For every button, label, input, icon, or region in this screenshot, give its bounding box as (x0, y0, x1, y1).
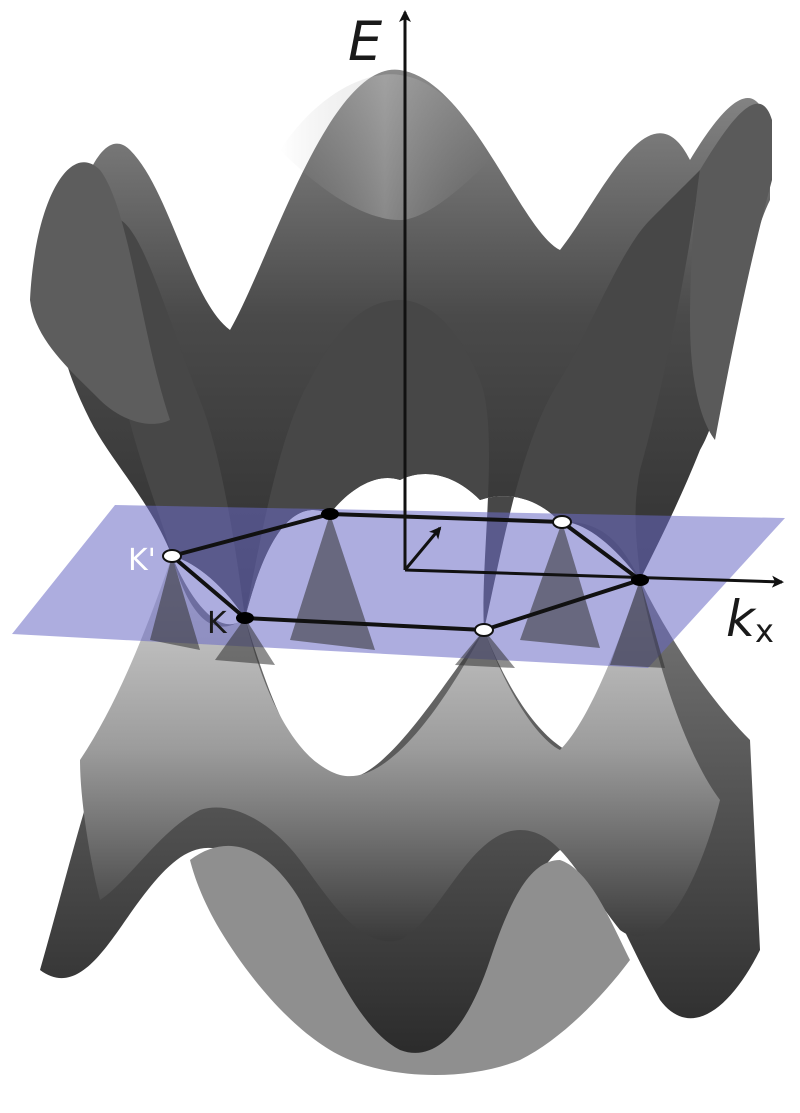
conduction-band-right-flap (690, 103, 772, 441)
energy-axis-label: E (348, 10, 383, 73)
cone-right (610, 580, 665, 668)
cone-near-k-prime (150, 556, 200, 650)
ky-axis (403, 526, 442, 571)
dirac-point-k (236, 612, 254, 624)
fermi-plane (12, 505, 785, 668)
conduction-band-surface (30, 69, 772, 630)
dirac-point-top-right (552, 515, 572, 529)
conduction-band-front-ridge (100, 170, 700, 630)
kx-axis (404, 568, 784, 588)
kx-subscript: x (755, 612, 774, 650)
dirac-point-k-prime (162, 549, 182, 563)
dirac-cone-tips (150, 514, 665, 668)
conduction-band-left-flap (30, 162, 170, 424)
dirac-point-right (631, 574, 649, 586)
valence-band-lower-lobe (190, 845, 630, 1075)
conduction-band-sheen (280, 74, 490, 220)
cone-top-right (520, 522, 600, 648)
dirac-point-bottom (474, 623, 494, 637)
cone-near-k (215, 618, 275, 665)
cone-top-left (290, 514, 375, 650)
kx-axis-label: kx (726, 590, 774, 650)
dirac-point-top-left (321, 508, 339, 520)
k-label: K (207, 606, 228, 641)
k-prime-label: K' (128, 543, 156, 578)
kx-main: k (726, 590, 757, 648)
dirac-points (162, 508, 649, 637)
cone-bottom-mid (455, 630, 515, 668)
